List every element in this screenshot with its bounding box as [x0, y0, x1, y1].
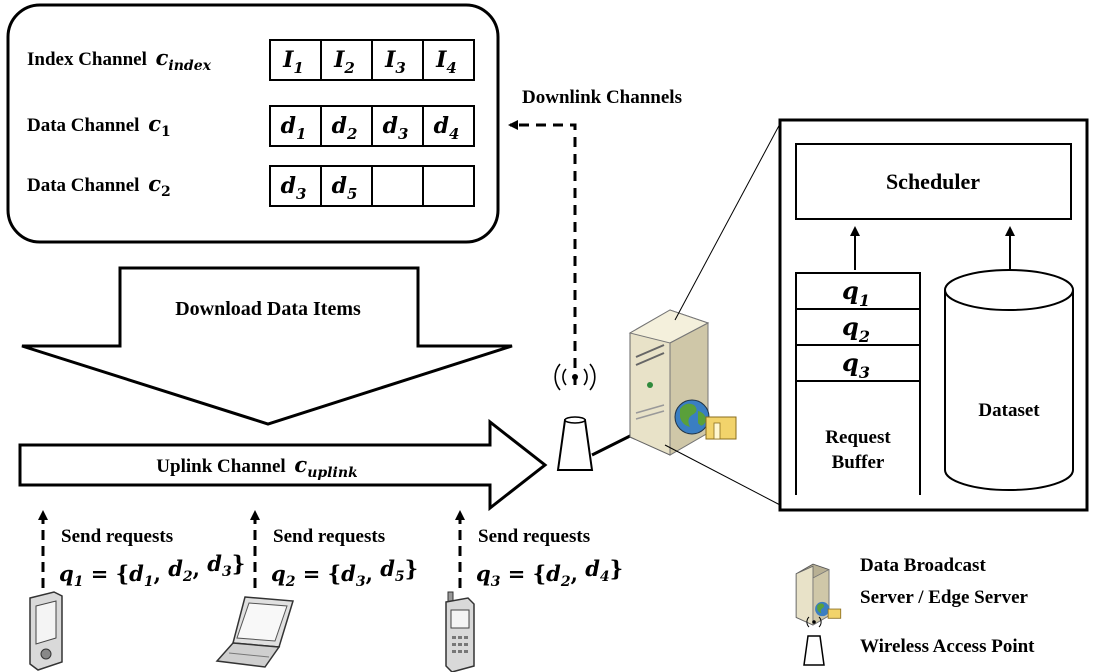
downlink-arrow: Downlink Channels — [508, 87, 682, 385]
data-channel-2-cell — [371, 165, 424, 207]
uplink-label: Uplink Channel cuplink — [156, 452, 358, 481]
data-channel-1-label: Data Channel c1 — [27, 111, 171, 140]
data-channel-2-cell — [422, 165, 475, 207]
request-set: q1 = {d1, d2, d3} — [59, 551, 245, 590]
data-channel-1-cell — [269, 105, 322, 147]
channels-panel: Index Channel cindex I1 I2 I3 I4 Data Chann… — [6, 3, 500, 244]
legend: Data Broadcast Server / Edge Server Wire… — [795, 555, 1035, 666]
index-channel-cell-text: I4 — [435, 47, 457, 77]
index-channel-cell — [320, 39, 373, 81]
index-channel-cell-text: I2 — [333, 47, 355, 77]
legend-access-point-icon — [803, 616, 825, 666]
request-text: Send requests — [478, 526, 590, 547]
data-channel-2-cell-text: d5 — [332, 173, 358, 203]
data-channel-1-cell-text: d2 — [332, 113, 358, 143]
legend-server-line1: Data Broadcast — [860, 555, 986, 576]
download-label: Download Data Items — [175, 298, 361, 320]
data-channel-1-cell-text: d1 — [281, 113, 307, 143]
downlink-label: Downlink Channels — [522, 87, 682, 108]
legend-ap-label: Wireless Access Point — [860, 636, 1035, 657]
queue-item-3: q3 — [842, 348, 870, 382]
data-channel-1-cell-text: d4 — [434, 113, 460, 143]
dataset-label: Dataset — [978, 400, 1040, 421]
ap-server-link — [591, 433, 633, 457]
legend-server-line2: Server / Edge Server — [860, 587, 1029, 608]
buffer-label-line1: Request — [825, 427, 891, 448]
request-text: Send requests — [273, 526, 385, 547]
phone-icon — [445, 591, 475, 672]
scheduler-label: Scheduler — [886, 169, 980, 194]
scheduler-box — [795, 143, 1072, 220]
data-channel-2-label: Data Channel c2 — [27, 171, 171, 200]
data-channel-2-row: d3 d5 — [269, 165, 475, 207]
index-channel-cell-text: I3 — [384, 47, 406, 77]
download-arrow: Download Data Items — [21, 266, 513, 426]
queue-item-1: q1 — [842, 276, 870, 310]
index-channel-label: Index Channel cindex — [27, 45, 212, 74]
data-channel-2-cell-text: d3 — [281, 173, 307, 203]
queue-slot — [795, 344, 921, 382]
pda-icon — [29, 591, 63, 671]
data-channel-1-cell — [422, 105, 475, 147]
uplink-arrow: Uplink Channel cuplink — [18, 418, 548, 512]
data-channel-2-cell — [269, 165, 322, 207]
dataset-cylinder: Dataset — [944, 269, 1074, 491]
data-channel-1-row: d1 d2 d3 d4 — [269, 105, 475, 147]
zoom-line-top — [674, 119, 783, 321]
data-channel-2-cell — [320, 165, 373, 207]
data-channel-1-cell-text: d3 — [383, 113, 409, 143]
index-channel-cell — [269, 39, 322, 81]
index-channel-cell-text: I1 — [282, 47, 304, 77]
access-point-icon — [554, 363, 596, 471]
zoom-line-bottom — [664, 444, 783, 507]
laptop-icon — [215, 596, 294, 668]
buffer-label-line2: Buffer — [832, 452, 885, 473]
queue-item-2: q2 — [842, 312, 870, 346]
server-icon — [628, 309, 737, 456]
index-channel-cell — [422, 39, 475, 81]
request-group: Send requests q1 = {d1, d2, d3} Send reque… — [38, 510, 623, 590]
queue-slot — [795, 308, 921, 346]
legend-server-icon — [795, 563, 842, 626]
request-set: q2 = {d3, d5} — [271, 556, 418, 590]
request-set: q3 = {d2, d4} — [476, 556, 623, 590]
request-text: Send requests — [61, 526, 173, 547]
index-channel-row: I1 I2 I3 I4 — [269, 39, 475, 81]
